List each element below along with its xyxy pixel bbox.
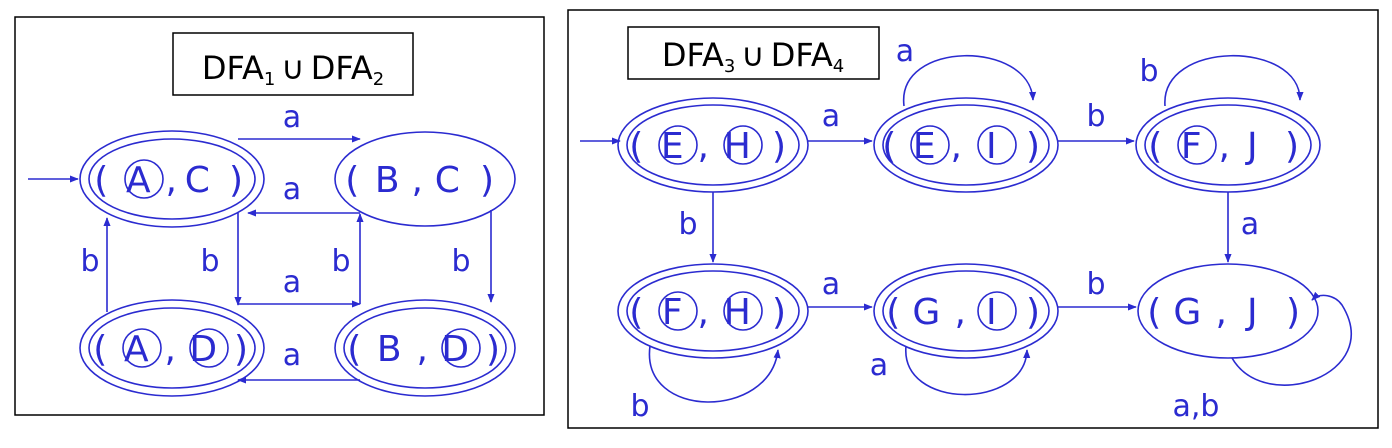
edge-label-EI-loop: a bbox=[896, 34, 914, 69]
edge-label-AC-BC: a bbox=[283, 100, 301, 135]
svg-text:( B ,: ( B , C ) bbox=[345, 160, 494, 201]
right-title-dfa4: DFA bbox=[771, 36, 833, 74]
edge-GI-loop bbox=[905, 345, 1031, 396]
svg-text:( A ,: ( A , D ) bbox=[93, 329, 248, 370]
right-title-sub4: 4 bbox=[833, 56, 844, 77]
svg-text:( E ,: ( E , H ) bbox=[629, 126, 786, 167]
edge-GJ-loop bbox=[1231, 291, 1352, 386]
svg-text:( G ,: ( G , J ) bbox=[1147, 292, 1300, 333]
state-GJ: ( G , J ) bbox=[1137, 263, 1319, 359]
edge-label-FJ-loop: b bbox=[1139, 54, 1158, 89]
state-BD: ( B , D ) bbox=[334, 299, 516, 397]
svg-text:( F ,: ( F , J ) bbox=[1148, 126, 1299, 167]
svg-text:( E ,: ( E , I ) bbox=[882, 126, 1040, 167]
svg-text:( F ,: ( F , H ) bbox=[629, 292, 786, 333]
edge-FJ-loop bbox=[1164, 54, 1304, 107]
left-panel: DFA1∪DFA2 ( A , C ) ( B , C ) bbox=[14, 16, 545, 416]
edge-label-BC-AC: a bbox=[283, 172, 301, 207]
edge-label-GI-loop: a bbox=[870, 348, 888, 383]
edge-label-BD-BC: b bbox=[331, 244, 350, 279]
state-EI: ( E , I ) bbox=[873, 97, 1059, 193]
state-FJ: ( F , J ) bbox=[1135, 97, 1321, 193]
right-title-union: ∪ bbox=[741, 36, 764, 74]
state-AC: ( A , C ) bbox=[79, 130, 265, 228]
edge-label-FH-GI: a bbox=[822, 267, 840, 302]
left-title-sub1: 1 bbox=[264, 69, 275, 90]
state-BC: ( B , C ) bbox=[334, 131, 516, 227]
edge-label-FH-loop: b bbox=[630, 389, 649, 424]
left-title: DFA1∪DFA2 bbox=[172, 32, 414, 96]
edge-label-EH-EI: a bbox=[822, 99, 840, 134]
left-title-sub2: 2 bbox=[373, 69, 384, 90]
edge-label-BD-AD: a bbox=[283, 338, 301, 373]
edge-label-AC-AD: b bbox=[200, 244, 219, 279]
edge-label-FJ-GJ: a bbox=[1241, 207, 1259, 242]
right-title-sub3: 3 bbox=[724, 56, 735, 77]
svg-text:DFA1∪DFA2: DFA1∪DFA2 bbox=[202, 49, 384, 90]
edge-label-EI-FJ: b bbox=[1086, 99, 1105, 134]
left-title-dfa2: DFA bbox=[311, 49, 373, 87]
edge-label-AD-BD: a bbox=[283, 265, 301, 300]
svg-text:( A ,: ( A , C ) bbox=[94, 160, 243, 201]
edge-label-BC-BD: b bbox=[451, 244, 470, 279]
right-title: DFA3∪DFA4 bbox=[627, 26, 880, 80]
state-EH: ( E , H ) bbox=[617, 97, 809, 193]
right-panel: DFA3∪DFA4 ( E , H ) ( E , bbox=[567, 9, 1379, 429]
state-AD: ( A , D ) bbox=[79, 299, 265, 397]
state-FH: ( F , H ) bbox=[617, 263, 809, 359]
right-title-dfa3: DFA bbox=[662, 36, 724, 74]
edge-label-EH-FH: b bbox=[678, 207, 697, 242]
svg-text:( B ,: ( B , D ) bbox=[347, 329, 500, 370]
edge-label-GJ-loop: a,b bbox=[1173, 389, 1220, 424]
left-title-dfa1: DFA bbox=[202, 49, 264, 87]
edge-label-GI-GJ: b bbox=[1086, 267, 1105, 302]
svg-text:( G ,: ( G , I ) bbox=[886, 292, 1040, 333]
state-GI: ( G , I ) bbox=[873, 263, 1059, 359]
left-title-union: ∪ bbox=[281, 49, 304, 87]
edge-EI-loop bbox=[903, 54, 1037, 107]
edge-FH-loop bbox=[648, 345, 781, 403]
svg-text:DFA3∪DFA4: DFA3∪DFA4 bbox=[662, 36, 844, 77]
edge-label-AD-AC: b bbox=[80, 244, 99, 279]
